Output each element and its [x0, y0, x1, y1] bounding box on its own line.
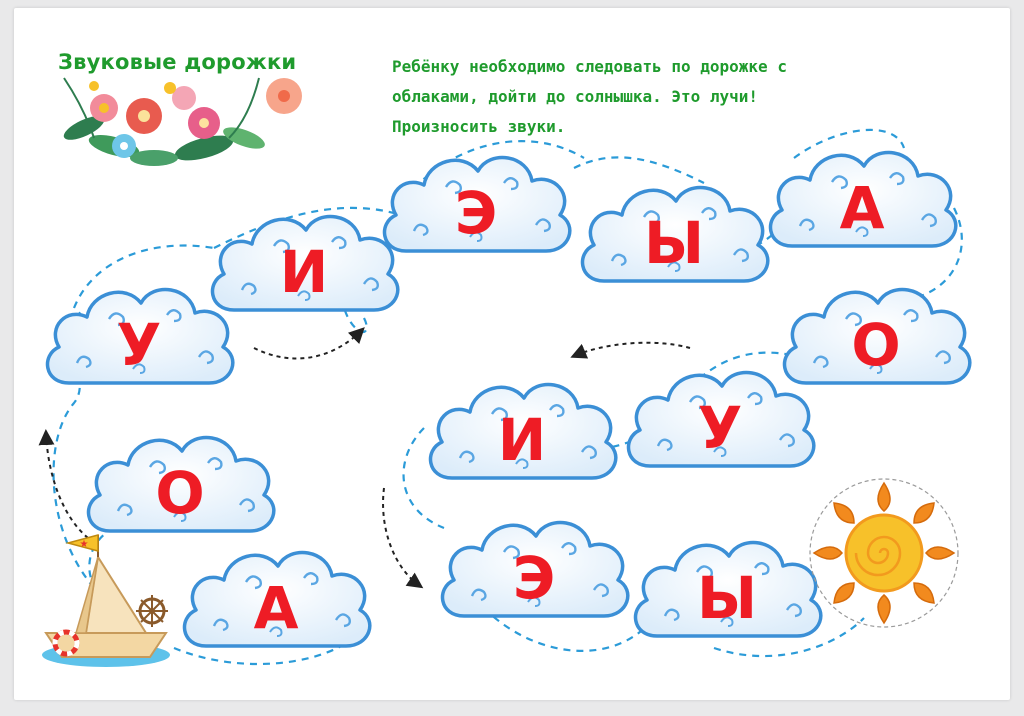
cloud-letter: Ы — [644, 209, 704, 277]
cloud-11[interactable]: А — [182, 550, 372, 648]
cloud-path: У И Э Ы А О У — [45, 150, 972, 648]
cloud-2[interactable]: И — [210, 214, 400, 312]
instructions-line-2: облаками, дойти до солнышка. Это лучи! — [392, 87, 759, 106]
cloud-10[interactable]: Ы — [633, 540, 823, 638]
cloud-letter: О — [851, 311, 900, 379]
cloud-letter: У — [698, 394, 743, 462]
cloud-6[interactable]: О — [782, 287, 972, 385]
instructions-text: Ребёнку необходимо следовать по дорожке … — [392, 52, 912, 142]
cloud-letter: У — [117, 311, 162, 379]
cloud-5[interactable]: А — [768, 150, 958, 248]
cloud-letter: Э — [455, 179, 498, 247]
cloud-letter: Ы — [697, 564, 757, 632]
instructions-line-3: Произносить звуки. — [392, 117, 566, 136]
game-board: У И Э Ы А О У — [38, 77, 972, 667]
cloud-4[interactable]: Ы — [580, 185, 770, 283]
cloud-9[interactable]: Э — [440, 520, 630, 618]
arrow-1 — [253, 327, 365, 360]
cloud-12[interactable]: О — [86, 435, 276, 533]
cloud-letter: А — [254, 574, 299, 642]
arrow-4 — [38, 429, 89, 539]
cloud-3[interactable]: Э — [382, 155, 572, 253]
worksheet: У И Э Ы А О У — [14, 8, 1010, 700]
svg-text:★: ★ — [80, 539, 89, 550]
page-title: Звуковые дорожки — [58, 50, 297, 74]
direction-arrows — [38, 327, 691, 589]
cloud-letter: О — [155, 459, 204, 527]
cloud-7[interactable]: У — [626, 370, 816, 468]
cloud-letter: И — [280, 238, 329, 306]
cloud-8[interactable]: И — [428, 382, 618, 480]
cloud-letter: Э — [513, 544, 556, 612]
cloud-1[interactable]: У — [45, 287, 235, 385]
arrow-3 — [382, 487, 424, 589]
cloud-letter: А — [840, 174, 885, 242]
flowers-decoration-icon — [63, 77, 302, 166]
paper-boat-icon: ★ — [42, 534, 170, 667]
instructions-line-1: Ребёнку необходимо следовать по дорожке … — [392, 57, 787, 76]
sun-icon — [809, 478, 959, 628]
arrow-2 — [570, 341, 691, 359]
cloud-letter: И — [498, 406, 547, 474]
